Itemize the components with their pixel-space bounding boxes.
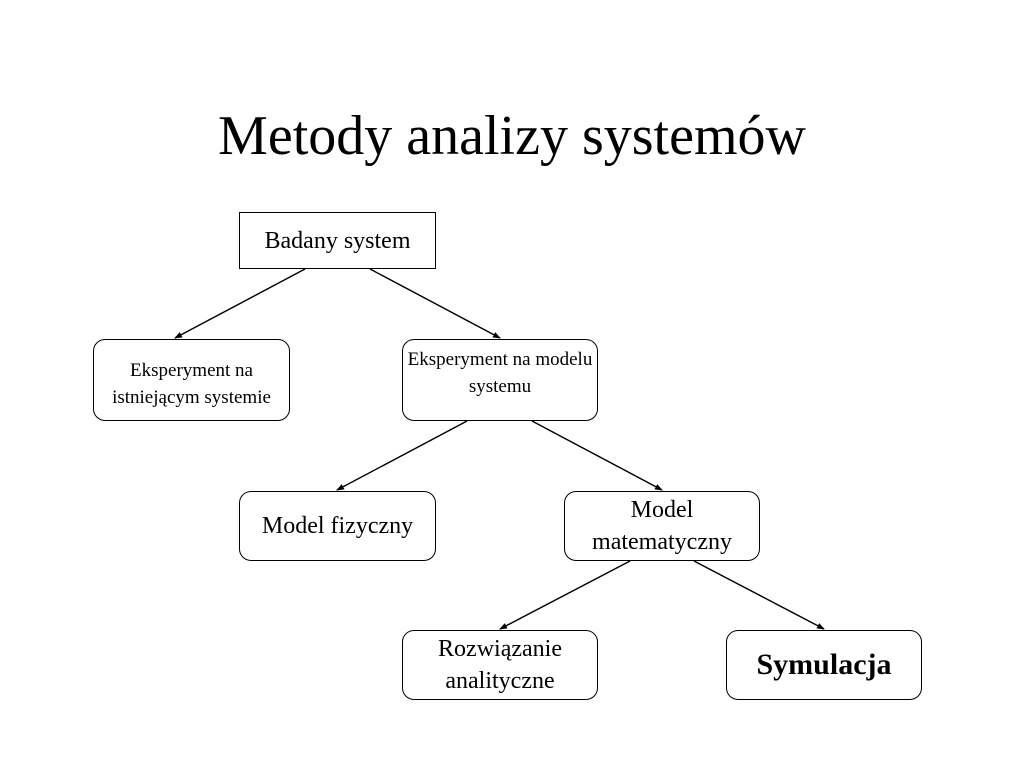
node-eksperyment-istniejacy: Eksperyment na istniejącym systemie xyxy=(93,339,290,421)
node-symulacja: Symulacja xyxy=(726,630,922,700)
node-model-matematyczny: Model matematyczny xyxy=(564,491,760,561)
edge-model-experiment-physical xyxy=(336,420,468,491)
node-label: Badany system xyxy=(264,227,411,254)
node-label: Model fizyczny xyxy=(261,513,414,539)
edge-math-simulation xyxy=(693,560,825,630)
edge-math-analytic xyxy=(499,560,631,630)
edge-root-model-experiment xyxy=(369,268,501,339)
node-badany-system: Badany system xyxy=(239,212,436,269)
edge-model-experiment-math xyxy=(531,420,663,491)
node-rozwiazanie-analityczne: Rozwiązanie analityczne xyxy=(402,630,598,700)
node-label: Symulacja xyxy=(756,648,892,681)
node-label: Rozwiązanie analityczne xyxy=(438,636,562,694)
node-label: Eksperyment na modelu systemu xyxy=(407,349,593,397)
page-title: Metody analizy systemów xyxy=(218,105,806,167)
node-model-fizyczny: Model fizyczny xyxy=(239,491,436,561)
node-eksperyment-model: Eksperyment na modelu systemu xyxy=(402,339,598,421)
node-label: Eksperyment na istniejącym systemie xyxy=(112,359,271,408)
node-label: Model matematyczny xyxy=(592,497,732,555)
edge-root-existing xyxy=(174,268,306,339)
